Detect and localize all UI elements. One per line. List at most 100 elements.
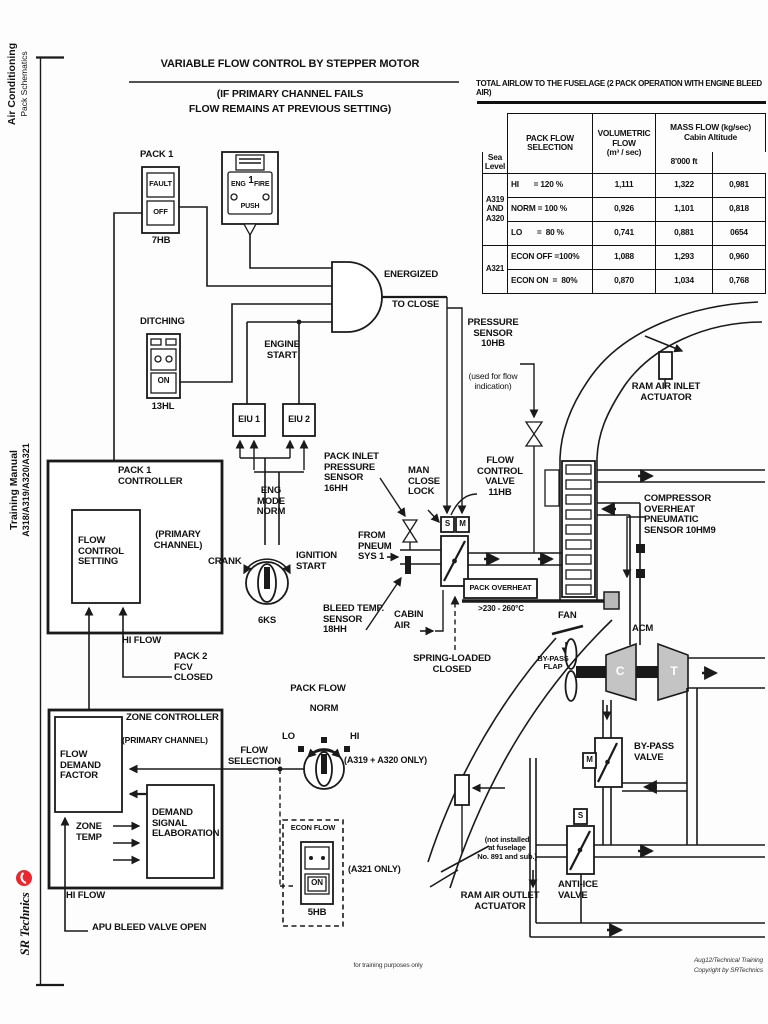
zone-primary-channel: (PRIMARY CHANNEL) (122, 735, 208, 745)
cell-alt: 0654 (711, 220, 767, 246)
to-close-label: TO CLOSE (392, 299, 440, 310)
table-row: A321 ECON OFF =100% 1,088 1,293 0,960 (482, 244, 767, 294)
table-title: TOTAL AIRLOW TO THE FUSELAGE (2 PACK OPE… (476, 79, 762, 97)
pressure-sensor-icon (520, 363, 544, 553)
pack1-fault-label: FAULT (149, 179, 172, 188)
group-a321: A321 (482, 244, 508, 294)
cell-selection: ECON ON = 80% (507, 268, 593, 294)
brand-logo: SR Technics (9, 863, 39, 963)
cell-selection: ECON OFF =100% (507, 244, 593, 270)
cell-sea: 1,322 (655, 172, 713, 198)
fire-fire-label: FIRE (254, 181, 270, 188)
cell-alt: 0,960 (711, 244, 767, 270)
col-header-mass: MASS FLOW (kg/sec) Cabin Altitude (654, 113, 767, 152)
cell-volumetric: 1,111 (592, 172, 656, 198)
cell-sea: 1,101 (655, 196, 713, 222)
top-wires (113, 206, 467, 515)
anti-ice-and-bottom-ducts (528, 758, 765, 938)
zone-temp-label: ZONE TEMP (76, 821, 102, 843)
cell-volumetric: 0,926 (592, 196, 656, 222)
table-row: ECON ON = 80% 0,870 1,034 0,768 (483, 268, 767, 294)
airflow-table: PACK FLOW SELECTION VOLUMETRIC FLOW (m³ … (482, 113, 767, 294)
ditching-id: 13HL (151, 401, 175, 412)
flow-demand-factor-label: FLOW DEMAND FACTOR (60, 749, 101, 782)
bypass-valve-icon (582, 700, 687, 845)
eng-mode-knob-icon (243, 558, 291, 605)
knob-6ks-id: 6KS (257, 615, 277, 626)
col-header-sea-level: Sea Level (482, 151, 508, 174)
fcv-s-label: S (444, 519, 451, 528)
norm-label: NORM (309, 703, 339, 714)
fire-push-label: PUSH (240, 203, 260, 210)
pack-overheat-label: PACK OVERHEAT (469, 583, 532, 592)
footer-training-note: for training purposes only (353, 962, 423, 969)
compressor-letter: C (615, 664, 625, 678)
fan-label: FAN (558, 610, 577, 621)
footer-edition: Aug12/Technical Training (693, 957, 763, 964)
compressor-overheat-sensor-label: COMPRESSOR OVERHEAT PNEUMATIC SENSOR 10H… (644, 493, 716, 536)
sidebar-chapter-title: Air Conditioning Pack Schematics (6, 28, 38, 140)
ram-air-inlet (559, 301, 763, 459)
pack-flow-knob-icon (128, 737, 350, 887)
flow-control-setting-label: FLOW CONTROL SETTING (78, 535, 124, 568)
heat-exchanger-icon (544, 458, 598, 600)
col-header-8000ft: 8'000 ft (655, 151, 713, 174)
cell-selection: NORM = 100 % (507, 196, 593, 222)
pack1-switch-icon (141, 166, 180, 234)
diagram-subtitle-1: (IF PRIMARY CHANNEL FAILS (216, 88, 364, 100)
ram-air-inlet-label: RAM AIR INLET ACTUATOR (631, 381, 701, 403)
acm-label: ACM (632, 623, 654, 634)
energized-label: ENERGIZED (384, 269, 439, 280)
cell-alt: 0,818 (711, 196, 767, 222)
man-close-lock-label: MAN CLOSE LOCK (408, 465, 440, 498)
cell-selection: HI = 120 % (507, 172, 593, 198)
bleed-temp-sensor-label: BLEED TEMP. SENSOR 18HH (323, 603, 384, 636)
pack1-switch-id: 7HB (151, 235, 171, 246)
zone-controller-box (47, 708, 224, 932)
right-ducts (597, 469, 765, 645)
flow-control-valve-label: FLOW CONTROL VALVE 11HB (477, 455, 523, 498)
pack-inlet-sensor-label: PACK INLET PRESSURE SENSOR 16HH (324, 451, 379, 494)
pressure-sensor-label: PRESSURE SENSOR 10HB (467, 317, 519, 350)
lo-label: LO (282, 731, 295, 742)
diagram-subtitle-2: FLOW REMAINS AT PREVIOUS SETTING) (188, 103, 392, 115)
diagram-title: VARIABLE FLOW CONTROL BY STEPPER MOTOR (160, 58, 420, 70)
cell-volumetric: 0,741 (592, 220, 656, 246)
ditching-title: DITCHING (140, 316, 185, 327)
engine-start-label: ENGINE START (264, 339, 300, 361)
brand-swirl-icon (16, 870, 32, 887)
econ-on-label: ON (311, 878, 323, 887)
manual-title: Training Manual (8, 450, 20, 530)
econ-flow-switch-icon (282, 819, 344, 927)
ignition-start-label: IGNITION START (296, 550, 338, 572)
zone-controller-title: ZONE CONTROLLER (126, 712, 219, 723)
manual-models: A318/A319/A320/A321 (21, 443, 32, 537)
pack1-controller-title: PACK 1 CONTROLLER (118, 465, 183, 487)
turbine-letter: T (670, 664, 678, 678)
bypass-valve-label: BY-PASS VALVE (634, 741, 674, 763)
demand-signal-label: DEMAND SIGNAL ELABORATION (152, 807, 220, 840)
eiu-wires (232, 403, 316, 545)
table-row: NORM = 100 % 0,926 1,101 0,818 (483, 196, 767, 222)
chapter-subtitle: Pack Schematics (19, 51, 30, 117)
fcv-m-label: M (459, 519, 466, 528)
not-installed-note: (not installed at fuselage No. 891 and s… (477, 835, 537, 861)
bypass-m-label: M (586, 755, 593, 764)
econ-switch-id: 5HB (307, 907, 327, 918)
fire-num-label: 1 (248, 175, 254, 186)
cell-sea: 1,034 (655, 268, 713, 294)
table-title-rule (477, 101, 766, 104)
bypass-flap-label: BY-PASS FLAP (537, 654, 569, 672)
apu-bleed-label: APU BLEED VALVE OPEN (92, 922, 207, 933)
chapter-title: Air Conditioning (6, 42, 18, 126)
cell-selection: LO = 80 % (507, 220, 593, 246)
a319-a320-only-note: (A319 + A320 ONLY) (344, 755, 427, 765)
crank-label: CRANK (208, 556, 242, 567)
ditching-on-label: ON (157, 376, 170, 385)
anti-ice-valve-label: ANTI-ICE VALVE (558, 879, 598, 901)
eng-fire-push-icon (221, 151, 279, 237)
cell-sea: 1,293 (655, 244, 713, 270)
flow-control-valve-icon (365, 477, 562, 650)
ram-air-outlet (427, 619, 613, 889)
